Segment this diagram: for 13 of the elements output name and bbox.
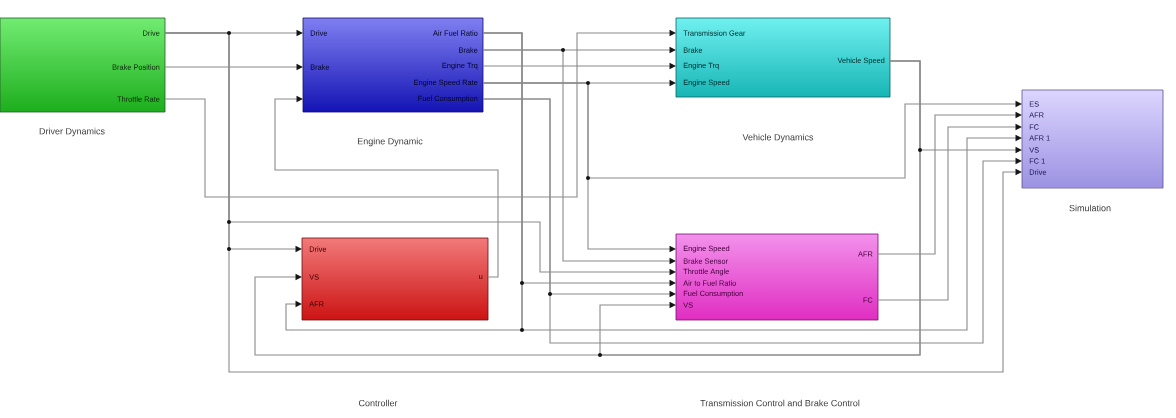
- signal-line: [482, 82, 1022, 179]
- signal-line: [274, 95, 499, 278]
- block-caption: Transmission Control and Brake Control: [700, 399, 860, 407]
- signal-line: [877, 111, 1022, 255]
- signal-line: [482, 32, 1022, 331]
- signal-line: [164, 29, 676, 198]
- block-caption: Engine Dynamic: [357, 137, 423, 147]
- signal-line: [482, 98, 1022, 344]
- signal-line: [877, 123, 1022, 301]
- block-caption: Driver Dynamics: [39, 127, 105, 137]
- block-caption: Vehicle Dynamics: [742, 133, 814, 143]
- block-caption: Simulation: [1069, 204, 1111, 212]
- block-caption: Controller: [358, 399, 398, 407]
